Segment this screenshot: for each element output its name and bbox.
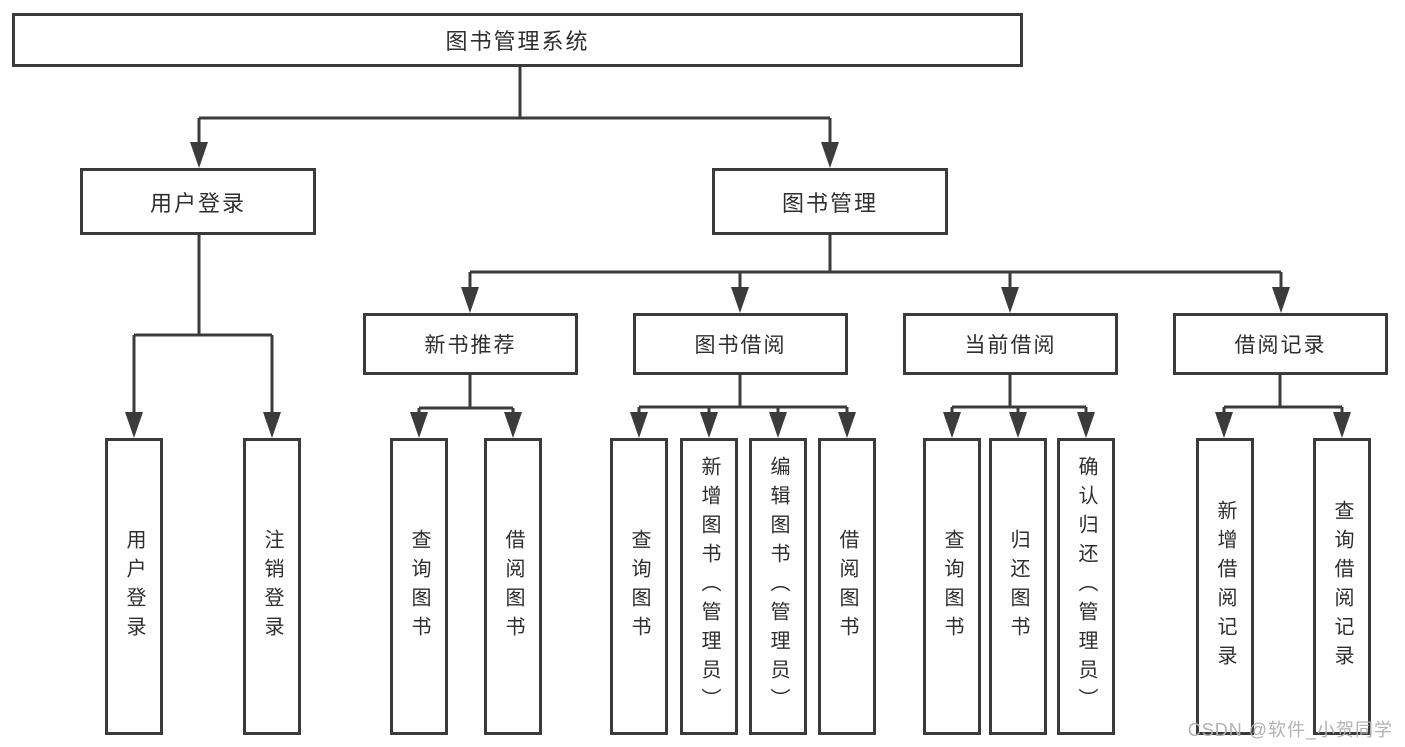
leaf-current-query-books-label: 查询图书	[941, 528, 963, 645]
leaf-borrow-borrow-books: 借阅图书	[818, 438, 876, 735]
leaf-records-query-record: 查询借阅记录	[1313, 438, 1371, 735]
node-book-management: 图书管理	[712, 168, 948, 235]
node-user-login: 用户登录	[80, 168, 316, 235]
node-borrow-records-label: 借阅记录	[1234, 334, 1327, 357]
node-book-borrow-label: 图书借阅	[694, 334, 787, 357]
leaf-records-query-record-label: 查询借阅记录	[1331, 499, 1353, 674]
node-user-login-label: 用户登录	[149, 190, 246, 216]
leaf-user-login-label: 用户登录	[123, 528, 145, 645]
leaf-borrow-edit-books-admin-label: 编辑图书（管理员）	[767, 456, 789, 717]
leaf-newbook-borrow-books-label: 借阅图书	[502, 528, 524, 645]
leaf-current-confirm-return-admin: 确认归还（管理员）	[1057, 438, 1115, 735]
node-current-borrow: 当前借阅	[903, 313, 1118, 375]
leaf-borrow-add-books-admin: 新增图书（管理员）	[680, 438, 738, 735]
leaf-current-confirm-return-admin-label: 确认归还（管理员）	[1075, 456, 1097, 717]
node-root: 图书管理系统	[12, 13, 1023, 67]
leaf-borrow-query-books: 查询图书	[610, 438, 668, 735]
leaf-newbook-borrow-books: 借阅图书	[484, 438, 542, 735]
leaf-records-add-record-label: 新增借阅记录	[1214, 499, 1236, 674]
leaf-current-return-books: 归还图书	[989, 438, 1047, 735]
node-book-management-label: 图书管理	[781, 190, 878, 216]
node-new-book-recommend: 新书推荐	[363, 313, 578, 375]
leaf-newbook-query-books: 查询图书	[390, 438, 448, 735]
leaf-borrow-borrow-books-label: 借阅图书	[836, 528, 858, 645]
leaf-borrow-add-books-admin-label: 新增图书（管理员）	[698, 456, 720, 717]
leaf-newbook-query-books-label: 查询图书	[408, 528, 430, 645]
leaf-current-return-books-label: 归还图书	[1007, 528, 1029, 645]
leaf-borrow-query-books-label: 查询图书	[628, 528, 650, 645]
node-borrow-records: 借阅记录	[1173, 313, 1388, 375]
leaf-records-add-record: 新增借阅记录	[1196, 438, 1254, 735]
node-new-book-recommend-label: 新书推荐	[424, 334, 517, 357]
node-current-borrow-label: 当前借阅	[964, 334, 1057, 357]
leaf-current-query-books: 查询图书	[923, 438, 981, 735]
leaf-logout: 注销登录	[243, 438, 301, 735]
csdn-watermark: CSDN @软件_小贺同学	[1187, 720, 1393, 740]
leaf-user-login: 用户登录	[105, 438, 163, 735]
arrowheads	[125, 142, 1351, 438]
leaf-logout-label: 注销登录	[261, 528, 283, 645]
leaf-borrow-edit-books-admin: 编辑图书（管理员）	[749, 438, 807, 735]
node-root-label: 图书管理系统	[445, 29, 590, 54]
node-book-borrow: 图书借阅	[633, 313, 848, 375]
